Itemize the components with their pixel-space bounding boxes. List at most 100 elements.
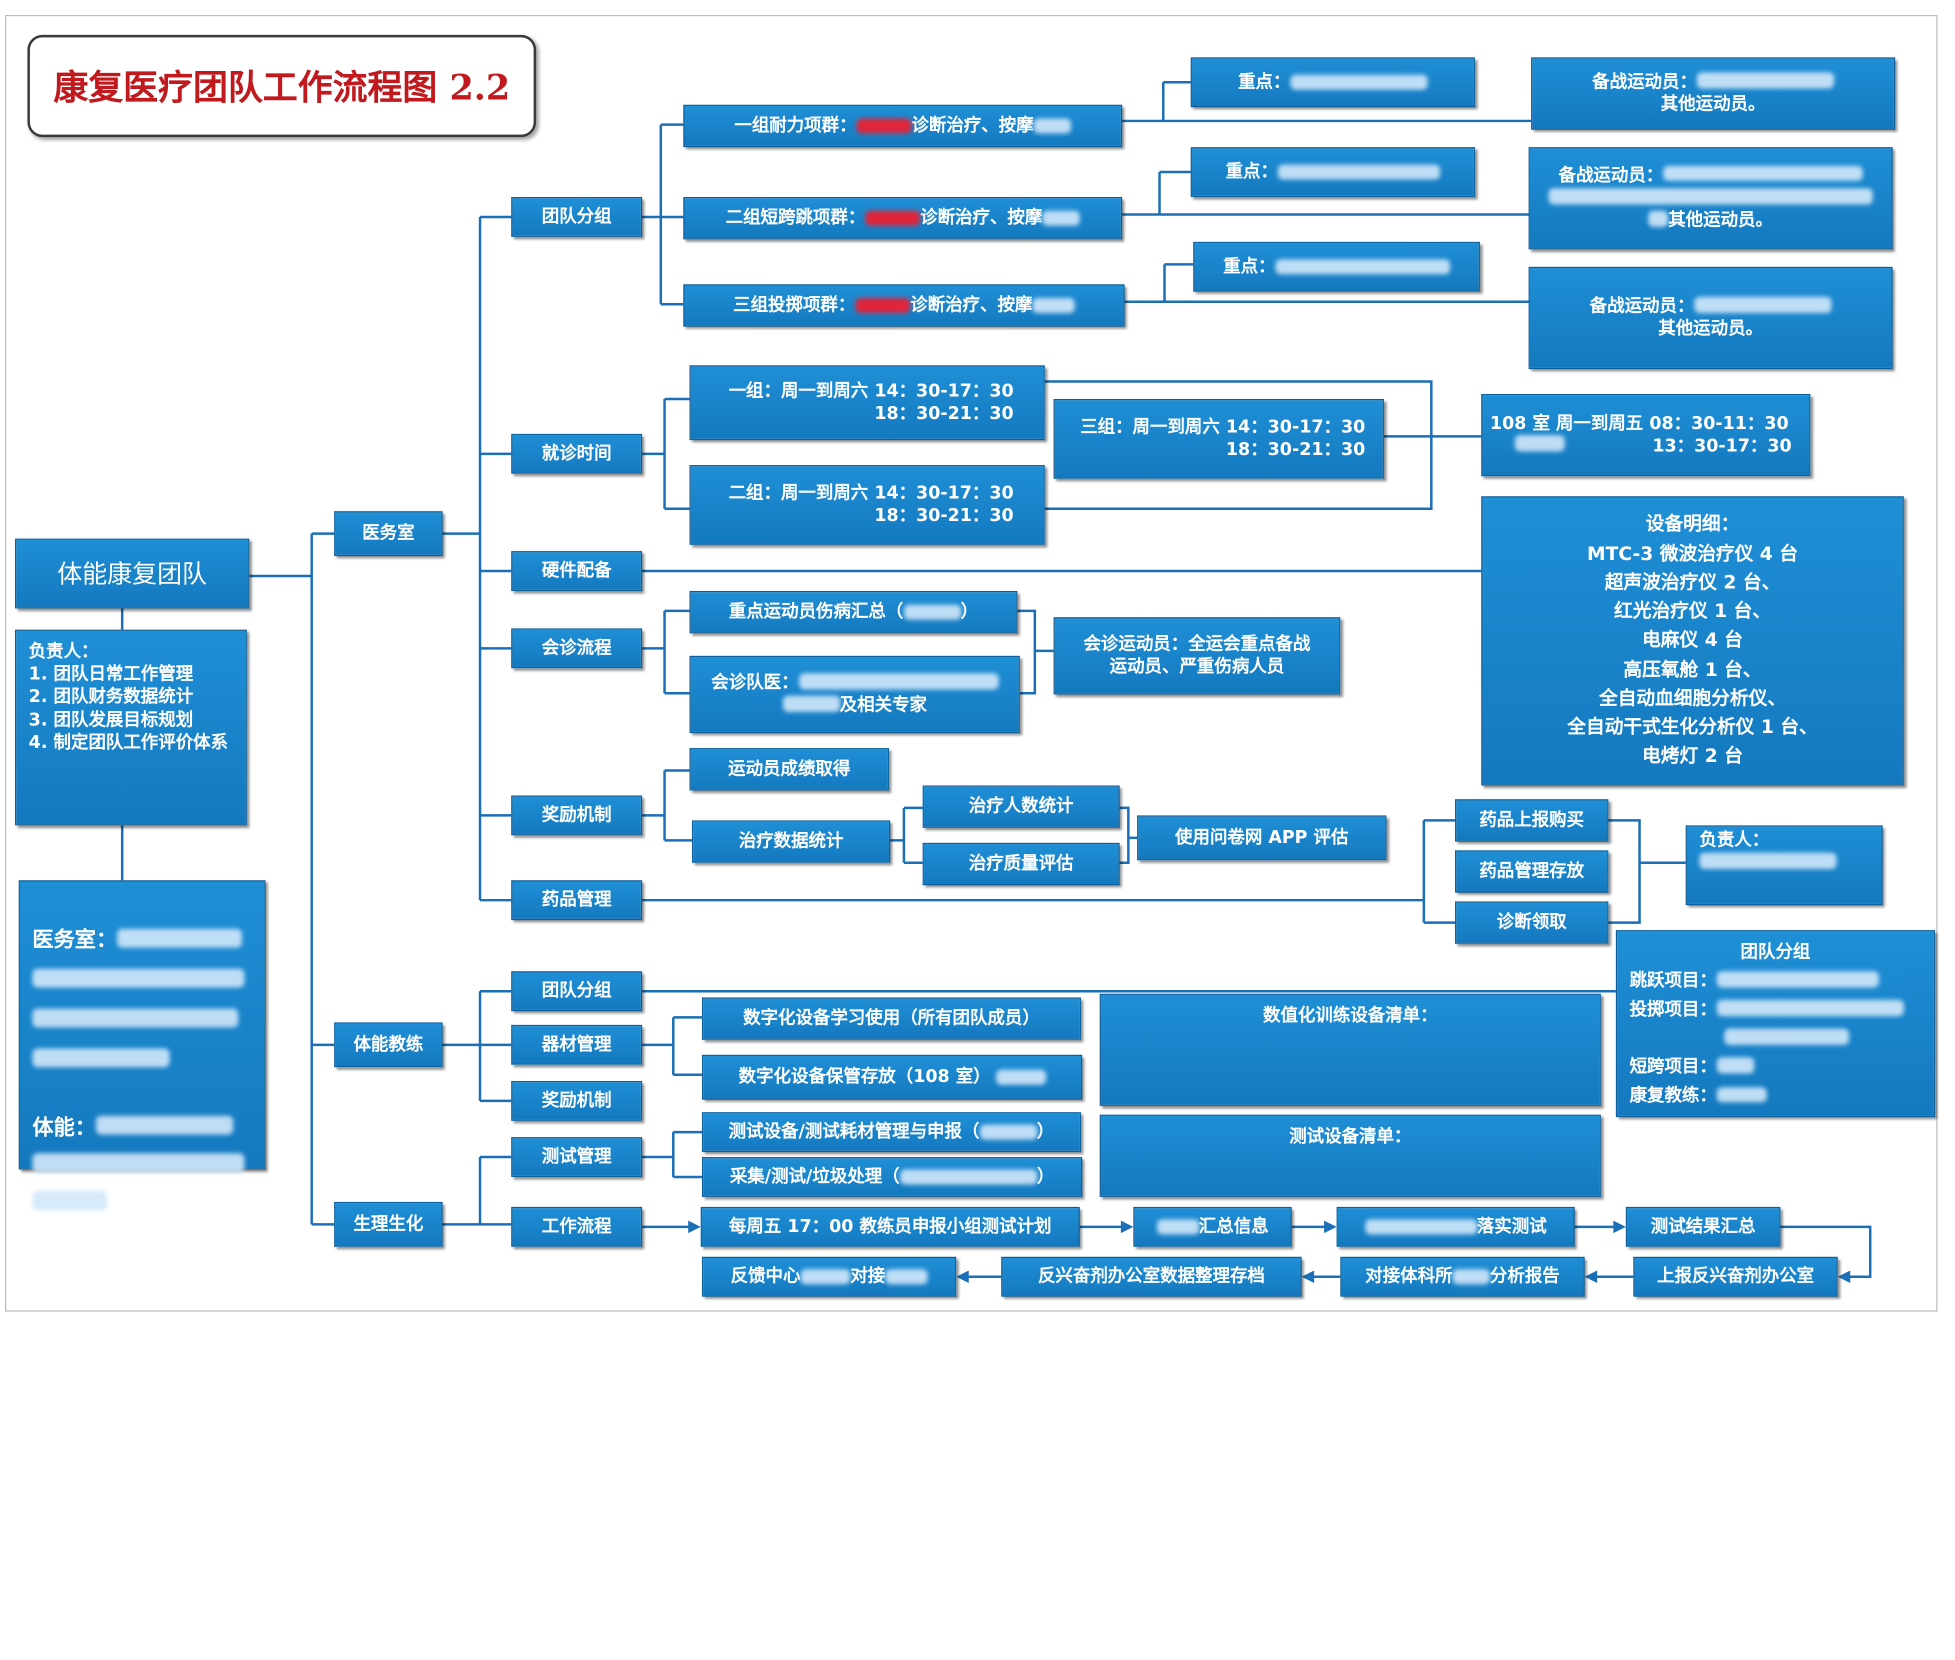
consult-summary-text: 重点运动员伤病汇总（ bbox=[728, 602, 904, 623]
team-jump-label: 跳跃项目： bbox=[1629, 971, 1717, 992]
medical-visit-time: 就诊时间 bbox=[511, 433, 643, 474]
dept-biochem: 生理生化 bbox=[334, 1201, 443, 1247]
consult-doctors-experts: 及相关专家 bbox=[839, 695, 927, 716]
redacted-text bbox=[1716, 1086, 1767, 1103]
workflow-step-4: 测试结果汇总 bbox=[1625, 1206, 1781, 1247]
team-jump-row: 跳跃项目： bbox=[1630, 968, 1879, 997]
root-node: 体能康复团队 bbox=[14, 538, 250, 609]
staff-medical-row: 医务室： bbox=[32, 899, 242, 954]
workflow-step-3-text: 落实测试 bbox=[1476, 1216, 1547, 1237]
redacted-text bbox=[1156, 1219, 1199, 1235]
medical-consult: 会诊流程 bbox=[511, 628, 643, 669]
fitness-device-storage-text: 数字化设备保管存放（108 室） bbox=[738, 1067, 991, 1088]
team-sprint-row: 短跨项目： bbox=[1630, 1054, 1755, 1083]
page-border bbox=[4, 14, 1938, 1312]
redacted-text bbox=[903, 604, 961, 621]
redacted-text bbox=[1724, 1029, 1850, 1045]
redacted-text bbox=[899, 1169, 1037, 1185]
group-3-label: 三组投掷项群： bbox=[733, 295, 856, 316]
redacted-text bbox=[865, 210, 921, 227]
schedule-group-3: 三组：周一到周六 14：30-17：30 18：30-21：30 bbox=[1053, 398, 1384, 479]
drug-purchase: 药品上报购买 bbox=[1455, 799, 1609, 842]
biochem-sample-collection: 采集/测试/垃圾处理（） bbox=[701, 1157, 1083, 1197]
consult-summary-end: ） bbox=[960, 602, 979, 623]
training-device-list: 数值化训练设备清单： bbox=[1099, 993, 1601, 1106]
workflow-step-7: 反兴奋剂办公室数据整理存档 bbox=[1001, 1256, 1302, 1297]
redacted-text bbox=[885, 1268, 928, 1285]
biochem-sample-collection-text: 采集/测试/垃圾处理（ bbox=[729, 1166, 900, 1187]
workflow-step-6: 对接体科所分析报告 bbox=[1340, 1256, 1585, 1297]
group-1-endurance: 一组耐力项群：诊断治疗、按摩 bbox=[683, 104, 1123, 148]
dept-fitness: 体能教练 bbox=[334, 1022, 443, 1068]
redacted-text bbox=[1716, 971, 1879, 988]
team-panel-title: 团队分组 bbox=[1740, 942, 1811, 963]
team-throw-label: 投掷项目： bbox=[1629, 1000, 1717, 1021]
team-sprint-label: 短跨项目： bbox=[1629, 1057, 1717, 1078]
reward-quality: 治疗质量评估 bbox=[922, 842, 1120, 886]
staff-box: 医务室： 体能： bbox=[18, 880, 266, 1211]
redacted-text bbox=[1699, 853, 1837, 869]
redacted-text bbox=[32, 1153, 245, 1173]
medical-hardware: 硬件配备 bbox=[511, 551, 643, 591]
group-1-key: 重点： bbox=[1190, 57, 1475, 108]
staff-redacted-row bbox=[32, 967, 245, 995]
drug-storage: 药品管理存放 bbox=[1455, 850, 1609, 893]
group-1-care: 诊断治疗、按摩 bbox=[911, 115, 1034, 136]
redacted-text bbox=[1277, 164, 1441, 180]
schedule-room-108: 108 室 周一到周五 08：30-11：30 13：30-17：30 bbox=[1481, 393, 1811, 477]
group-2-sprint: 二组短跨跳项群： 诊断治疗、按摩 bbox=[683, 196, 1123, 240]
leader-duties-box: 负责人： 1. 团队日常工作管理 2. 团队财务数据统计 3. 团队发展目标规划… bbox=[14, 629, 247, 826]
group-3-care: 诊断治疗、按摩 bbox=[910, 295, 1033, 316]
team-throw-row-2 bbox=[1630, 1025, 1850, 1054]
staff-fitness-row: 体能： bbox=[32, 1087, 234, 1142]
redacted-text bbox=[32, 1008, 239, 1028]
group-2-care: 诊断治疗、按摩 bbox=[920, 208, 1043, 229]
workflow-step-1: 每周五 17：00 教练员申报小组测试计划 bbox=[700, 1206, 1080, 1247]
biochem-test-supplies: 测试设备/测试耗材管理与申报（） bbox=[701, 1112, 1081, 1153]
workflow-step-3: 落实测试 bbox=[1336, 1206, 1575, 1247]
team-rehab-row: 康复教练： bbox=[1630, 1083, 1767, 1112]
fitness-device-learning: 数字化设备学习使用（所有团队成员） bbox=[701, 997, 1081, 1040]
reward-stats: 治疗数据统计 bbox=[691, 820, 891, 863]
redacted-text bbox=[798, 673, 999, 689]
others-line: 其他运动员。 bbox=[1660, 94, 1766, 115]
biochem-workflow: 工作流程 bbox=[511, 1206, 643, 1247]
connector-lines bbox=[120, 81, 1872, 1283]
drug-leader-label: 负责人： bbox=[1699, 830, 1770, 851]
workflow-step-8: 反馈中心对接 bbox=[701, 1256, 957, 1297]
consult-doctors: 会诊队医： 及相关专家 bbox=[689, 655, 1020, 734]
group-1-backup: 备战运动员： 其他运动员。 bbox=[1531, 57, 1896, 130]
backup-line: 备战运动员： bbox=[1590, 295, 1832, 318]
redacted-text bbox=[782, 695, 840, 712]
group-3-key: 重点： bbox=[1193, 241, 1480, 292]
backup-label: 备战运动员： bbox=[1592, 72, 1697, 93]
team-group-panel: 团队分组 跳跃项目： 投掷项目： 短跨项目： 康复教练： bbox=[1615, 930, 1936, 1118]
workflow-step-6-text-b: 分析报告 bbox=[1489, 1266, 1560, 1287]
redacted-text bbox=[856, 118, 912, 134]
schedule-group-2: 二组：周一到周六 14：30-17：30 18：30-21：30 bbox=[689, 465, 1045, 545]
redacted-text bbox=[1033, 118, 1072, 134]
fitness-reward: 奖励机制 bbox=[511, 1080, 643, 1121]
key-label: 重点： bbox=[1225, 161, 1278, 182]
drug-collect: 诊断领取 bbox=[1455, 901, 1609, 944]
drug-leader: 负责人： bbox=[1685, 825, 1883, 906]
redacted-text bbox=[1514, 435, 1565, 451]
group-3-throw: 三组投掷项群： 诊断治疗、按摩 bbox=[683, 284, 1125, 327]
redacted-text bbox=[96, 1116, 234, 1136]
redacted-text bbox=[1452, 1268, 1490, 1285]
consult-summary: 重点运动员伤病汇总（ ） bbox=[689, 590, 1018, 634]
redacted-text bbox=[855, 297, 911, 314]
drug-leader-names bbox=[1699, 852, 1837, 875]
staff-medical-label: 医务室： bbox=[32, 927, 118, 953]
redacted-text bbox=[995, 1069, 1046, 1086]
staff-redacted-row bbox=[32, 1152, 245, 1180]
backup-line: 备战运动员： bbox=[1558, 164, 1863, 187]
redacted-text bbox=[1042, 210, 1080, 227]
consult-doctors-line-2: 及相关专家 bbox=[782, 694, 927, 717]
redacted-text bbox=[1275, 258, 1451, 275]
group-2-label: 二组短跨跳项群： bbox=[725, 208, 866, 229]
group-3-backup: 备战运动员： 其他运动员。 bbox=[1528, 266, 1893, 370]
consult-doctors-label: 会诊队医： bbox=[711, 673, 799, 693]
fitness-equipment-mgmt: 器材管理 bbox=[511, 1024, 643, 1065]
schedule-group-1: 一组：周一到周六 14：30-17：30 18：30-21：30 bbox=[689, 365, 1045, 441]
